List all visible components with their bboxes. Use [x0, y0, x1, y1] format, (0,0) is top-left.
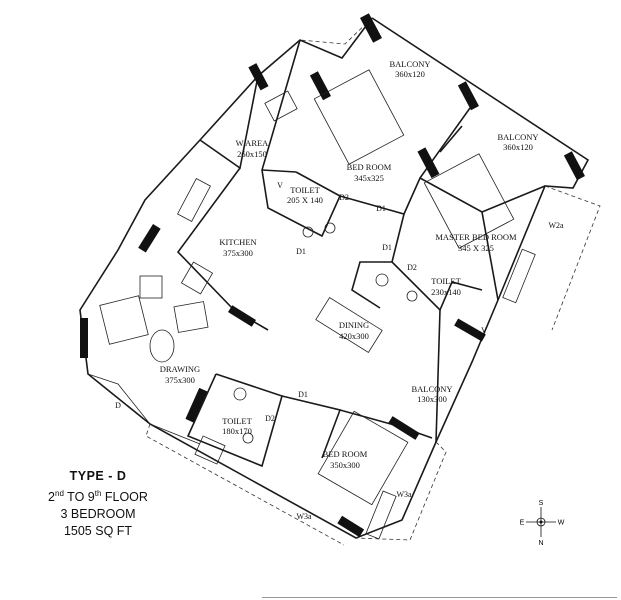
window-tag-w2a: W2a [548, 221, 564, 230]
compass-e: E [520, 520, 525, 527]
toilet-2-name: TOILET [431, 276, 461, 286]
floor-start-suffix: nd [55, 489, 64, 498]
door-tag-d1-c: D1 [382, 243, 392, 252]
bed-room-1-dim: 345x325 [354, 173, 384, 183]
compass-icon: S N E W [520, 500, 565, 547]
dining-dim: 420x300 [339, 331, 369, 341]
room-labels: BALCONY 360x120 BALCONY 360x120 W AREA 2… [160, 59, 539, 470]
balcony-top-name: BALCONY [389, 59, 430, 69]
floor-mid: TO 9 [63, 490, 95, 505]
floor-range: 2nd TO 9th FLOOR [28, 485, 168, 506]
unit-info: TYPE - D 2nd TO 9th FLOOR 3 BEDROOM 1505… [28, 468, 168, 540]
door-tag-d2-b: D2 [407, 263, 417, 272]
balcony-right-dim: 360x120 [503, 142, 533, 152]
drawing-dim: 375x300 [165, 375, 195, 385]
toilet-3-name: TOILET [222, 416, 252, 426]
floor-end-suffix: th [94, 489, 102, 498]
bottom-rule [262, 597, 617, 598]
bedroom-count: 3 BEDROOM [60, 507, 136, 522]
drawing-name: DRAWING [160, 364, 200, 374]
toilet-1-name: TOILET [290, 185, 320, 195]
balcony-mid-name: BALCONY [411, 384, 452, 394]
master-bed-name: MASTER BED ROOM [435, 232, 517, 242]
floor-end: FLOOR [101, 490, 148, 505]
toilet-3-dim: 180x170 [222, 426, 252, 436]
toilet-1-dim: 205 X 140 [287, 195, 323, 205]
door-tag-d1-a: D1 [376, 204, 386, 213]
kitchen-name: KITCHEN [219, 237, 256, 247]
w-area-dim: 260x150 [237, 149, 267, 159]
balcony-mid-dim: 130x300 [417, 394, 447, 404]
door-tag-main: D [115, 401, 121, 410]
door-tag-d1-b: D1 [296, 247, 306, 256]
bed-room-1-name: BED ROOM [347, 162, 392, 172]
master-bed-dim: 345 X 325 [458, 243, 494, 253]
opening-tags: D2 D1 D1 D1 D2 D1 D2 D W2a W3a W3a V V [115, 181, 564, 521]
window-tag-w3a-a: W3a [396, 490, 412, 499]
toilet-2-dim: 230x140 [431, 287, 461, 297]
balcony-right-name: BALCONY [497, 132, 538, 142]
dining-name: DINING [339, 320, 369, 330]
w-area-name: W AREA [236, 138, 270, 148]
bed-room-2-name: BED ROOM [323, 449, 368, 459]
door-tag-d2-a: D2 [339, 193, 349, 202]
unit-area: 1505 SQ FT [63, 524, 133, 539]
vent-tag-b: V [481, 326, 487, 335]
door-tag-d1-d: D1 [298, 390, 308, 399]
window-tag-w3a-b: W3a [296, 512, 312, 521]
compass-n: N [538, 540, 543, 547]
kitchen-dim: 375x300 [223, 248, 253, 258]
vent-tag-a: V [277, 181, 283, 190]
balcony-top-dim: 360x120 [395, 69, 425, 79]
compass-s: S [539, 500, 544, 507]
compass-w: W [558, 520, 565, 527]
floor-start: 2 [48, 490, 55, 505]
unit-type: TYPE - D [69, 469, 127, 483]
bed-room-2-dim: 350x300 [330, 460, 360, 470]
door-tag-d2-c: D2 [265, 414, 275, 423]
fixtures [99, 69, 536, 540]
